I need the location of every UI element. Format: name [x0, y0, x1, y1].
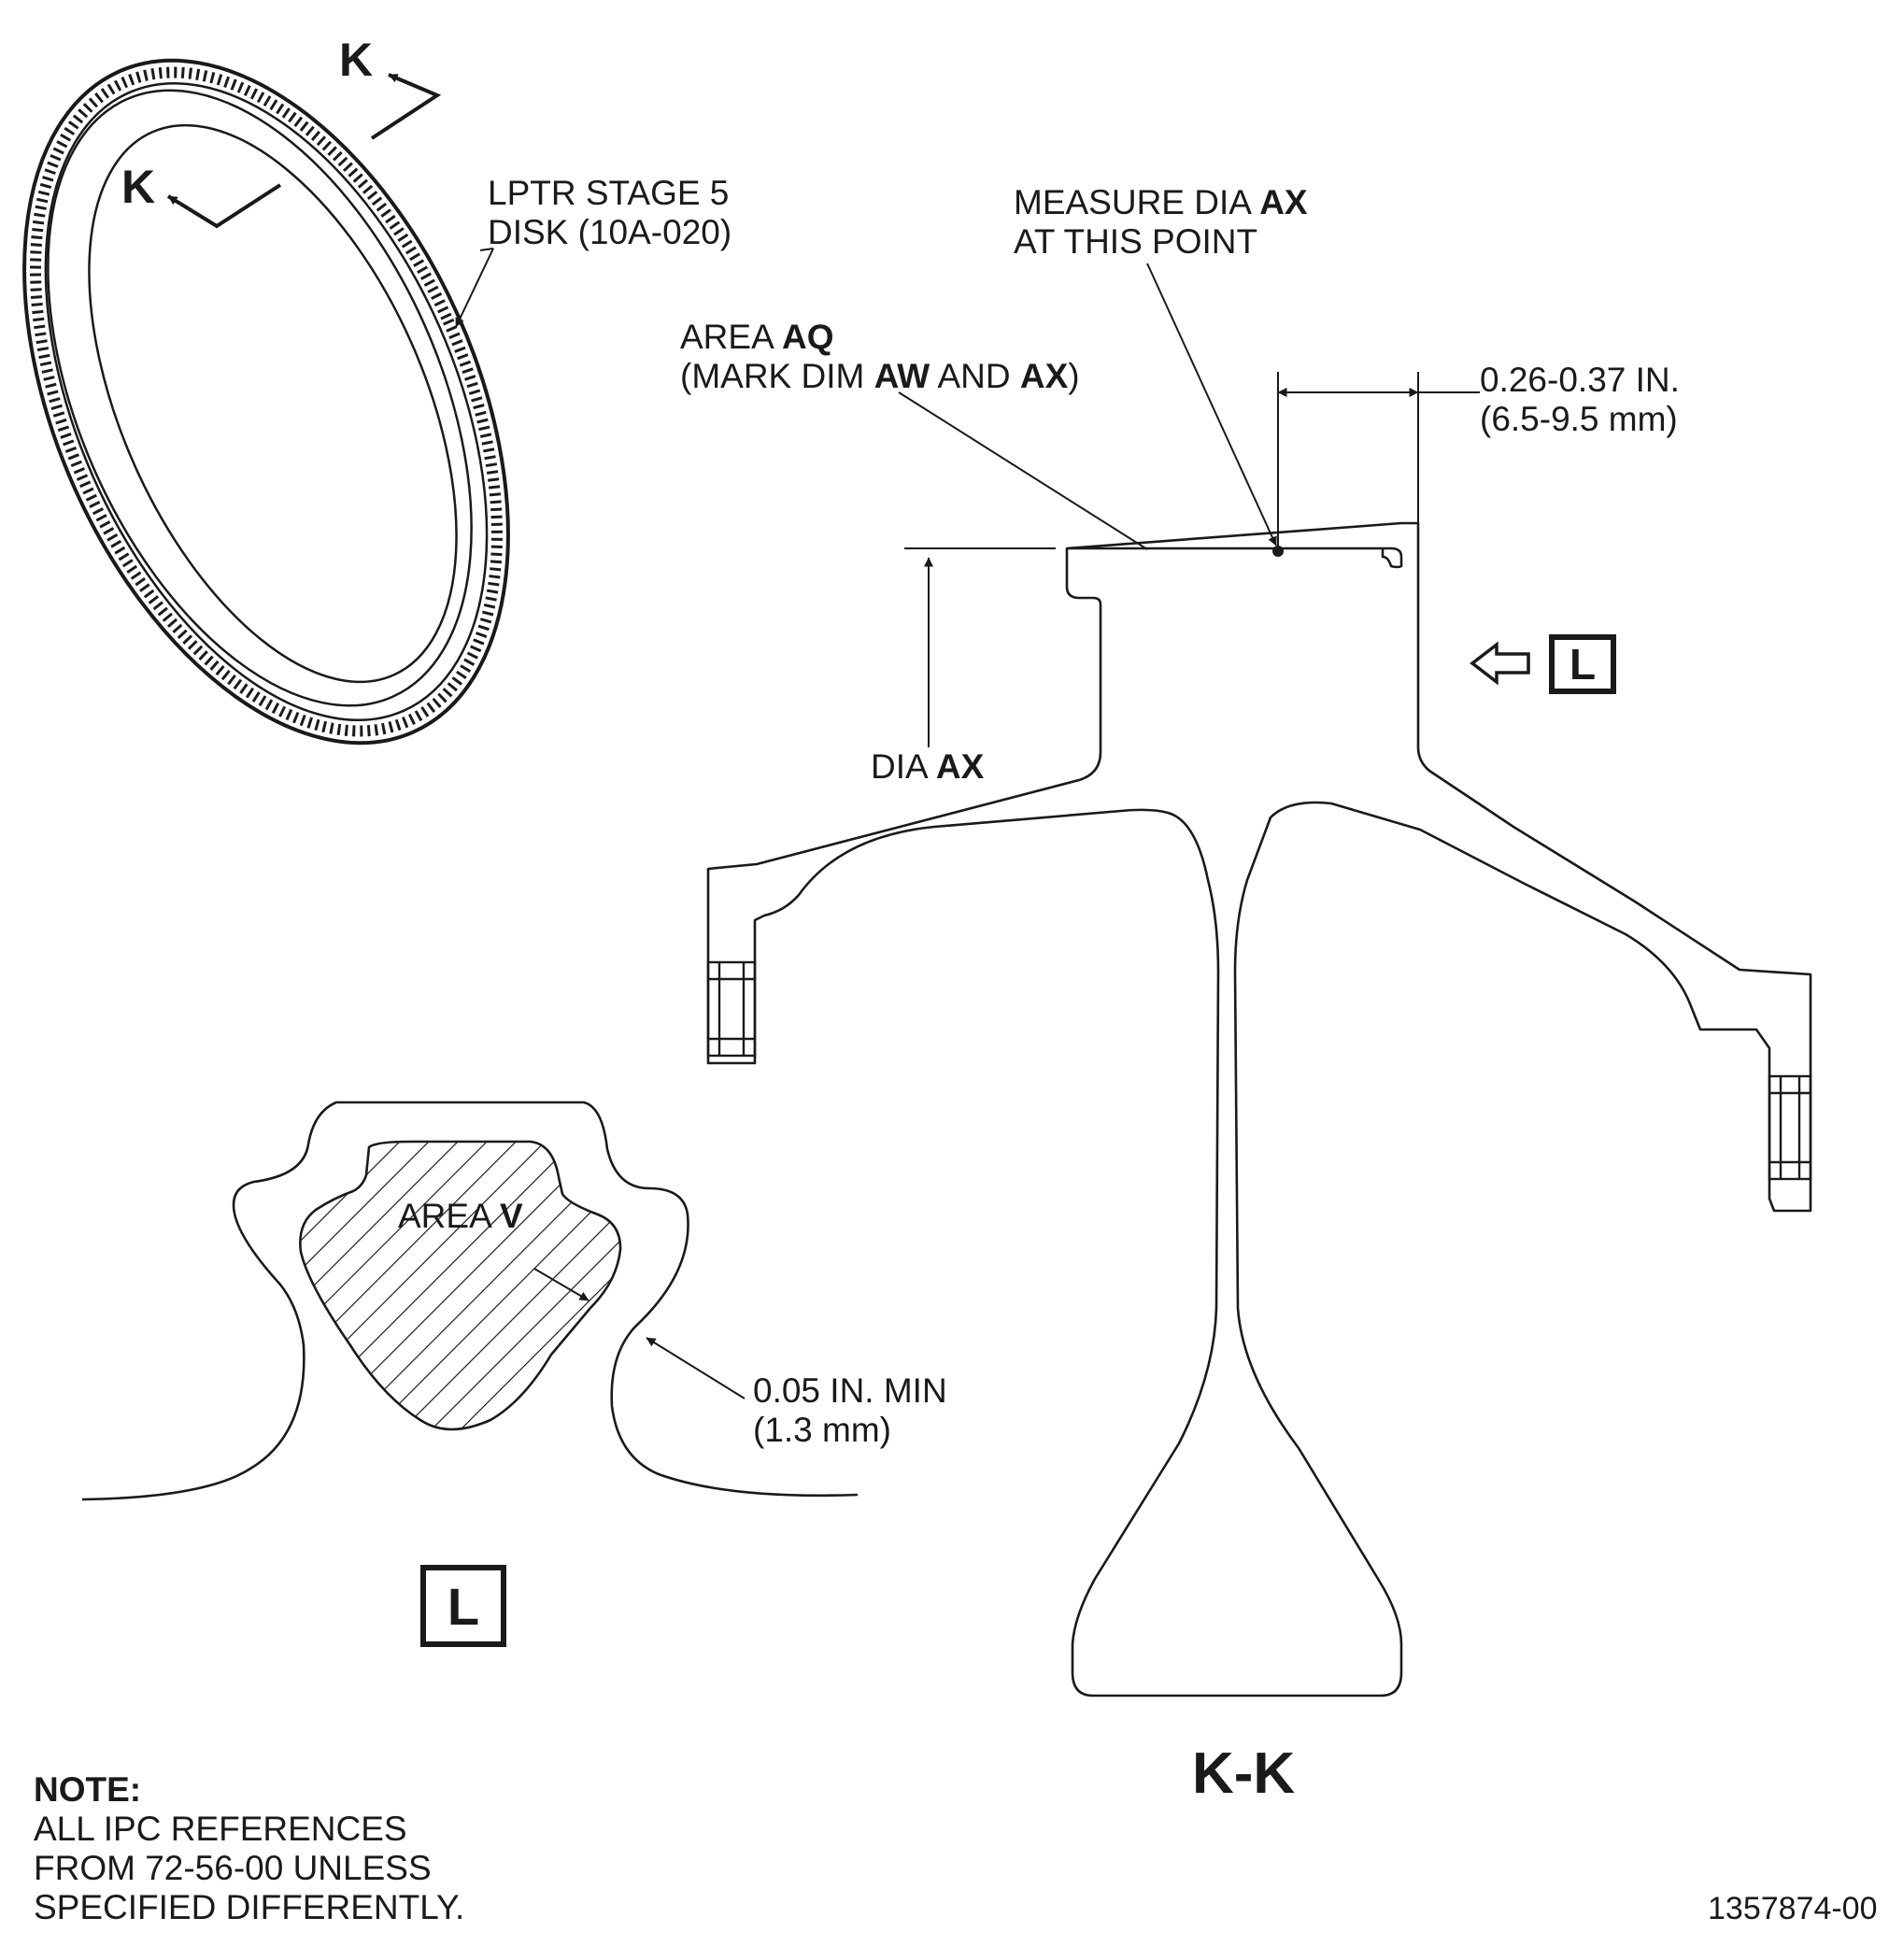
section-k-lower-cut	[166, 183, 282, 229]
min-label-line1: 0.05 IN. MIN	[753, 1371, 947, 1410]
section-k-upper-cut	[370, 73, 442, 140]
disk-label-line1: LPTR STAGE 5	[488, 174, 730, 212]
dia-ax-label: DIA AX	[871, 747, 985, 786]
disk-label-line2: DISK (10A-020)	[488, 213, 732, 251]
figure-number: 1357874-00	[1708, 1891, 1878, 1926]
area-v-hatched	[299, 1140, 622, 1431]
measure-label-line1: MEASURE DIA AX	[1014, 183, 1308, 221]
note-block: NOTE: ALL IPC REFERENCES FROM 72-56-00 U…	[34, 1770, 464, 1927]
area-v-inner-arrow	[533, 1268, 589, 1301]
measure-point	[1272, 546, 1284, 557]
note-line2: FROM 72-56-00 UNLESS	[34, 1849, 432, 1887]
area-v-label: AREA V	[398, 1197, 523, 1235]
note-line1: ALL IPC REFERENCES	[34, 1810, 407, 1848]
area-aq-leader	[898, 391, 1148, 550]
disk-section-profile	[706, 521, 1812, 1697]
disk-outer-ring	[22, 58, 510, 746]
axial-dimension-label: 0.26-0.37 IN. (6.5-9.5 mm)	[1480, 361, 1680, 439]
disk-leader-arrow	[455, 248, 494, 328]
section-kk-title: K-K	[1192, 1741, 1296, 1806]
detail-l-marker: L	[420, 1565, 506, 1647]
disk-ring-view	[22, 58, 510, 746]
min-leader	[646, 1337, 746, 1399]
dia-ax-dimension	[904, 547, 1056, 747]
section-k-markers	[166, 73, 442, 229]
axial-dimension	[1277, 372, 1480, 547]
min-label: 0.05 IN. MIN (1.3 mm)	[753, 1371, 947, 1450]
disk-bore	[88, 123, 458, 684]
section-k-upper-label: K	[339, 34, 374, 86]
min-label-line2: (1.3 mm)	[753, 1411, 891, 1449]
measure-leader	[1146, 263, 1277, 547]
measure-label: MEASURE DIA AX AT THIS POINT	[1014, 183, 1308, 262]
section-k-lower-label: K	[121, 161, 156, 213]
area-aq-label-line2: (MARK DIM AW AND AX)	[680, 357, 1080, 395]
axial-dimension-line1: 0.26-0.37 IN.	[1480, 361, 1680, 399]
blade-slot-outline	[81, 1101, 859, 1501]
view-l-marker: L	[1549, 634, 1616, 694]
measure-label-line2: AT THIS POINT	[1014, 222, 1258, 261]
area-aq-label: AREA AQ (MARK DIM AW AND AX)	[680, 318, 1080, 396]
disk-inner-rim	[47, 89, 473, 707]
note-heading: NOTE:	[34, 1770, 142, 1809]
note-line3: SPECIFIED DIFFERENTLY.	[34, 1888, 465, 1926]
disk-rim-line	[44, 81, 489, 722]
disk-label: LPTR STAGE 5 DISK (10A-020)	[488, 174, 731, 252]
view-l-arrow	[1470, 641, 1530, 686]
bolt-recess-left	[706, 960, 757, 1058]
disk-leader	[479, 248, 494, 251]
bolt-recess-right	[1768, 1074, 1812, 1181]
axial-dimension-line2: (6.5-9.5 mm)	[1480, 400, 1678, 438]
area-aq-label-line1: AREA AQ	[680, 318, 834, 356]
